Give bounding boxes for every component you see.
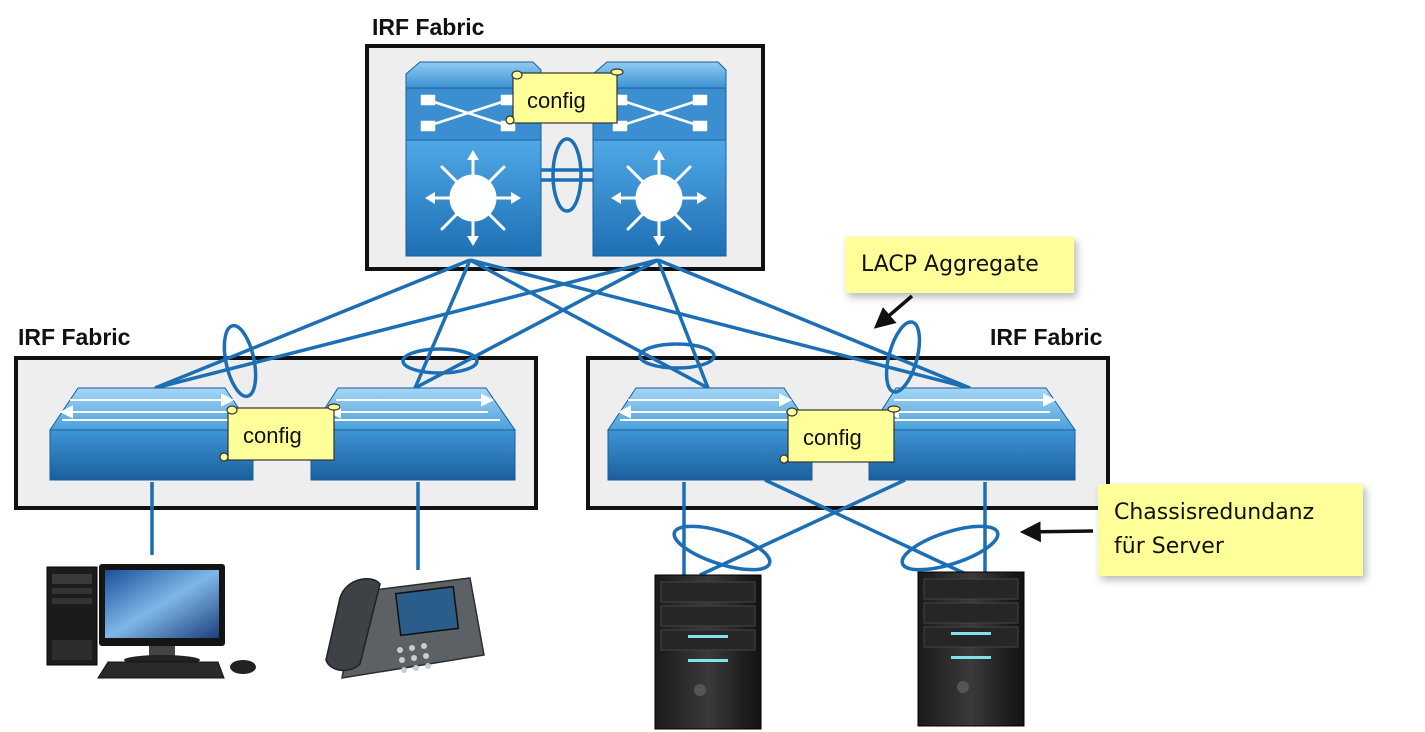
ip-phone-icon (325, 577, 485, 679)
link-aggregation-ring-icon (900, 524, 1000, 572)
config-label: config (527, 88, 586, 113)
lacp-arrow-icon (873, 294, 914, 329)
config-label: config (243, 423, 302, 448)
redundancy-callout-line1: Chassisredundanz (1114, 500, 1314, 525)
lacp-callout: LACP Aggregate (845, 237, 1074, 293)
config-scroll-icon: config (219, 403, 341, 462)
server-icon (654, 574, 762, 730)
redundancy-callout: Chassisredundanz für Server (1098, 484, 1363, 576)
link-aggregation-ring-icon (401, 347, 479, 375)
desktop-pc-icon (46, 564, 256, 679)
right-fabric-label: IRF Fabric (990, 324, 1103, 350)
core-switch-icon (405, 61, 727, 257)
link-aggregation-ring-icon (638, 342, 716, 370)
top-fabric-label: IRF Fabric (372, 14, 485, 40)
link-aggregation-ring-icon (551, 137, 583, 213)
access-switch-icon (49, 387, 516, 481)
left-fabric-label: IRF Fabric (18, 324, 131, 350)
link-aggregation-ring-icon (884, 320, 922, 394)
redundancy-arrow-icon (1019, 521, 1094, 543)
link-aggregation-ring-icon (222, 323, 258, 399)
config-scroll-icon: config (505, 68, 624, 125)
downlinks (150, 478, 987, 577)
server-icon (917, 571, 1025, 727)
config-scroll-icon: config (779, 405, 901, 464)
config-label: config (803, 425, 862, 450)
lacp-callout-text: LACP Aggregate (861, 252, 1039, 277)
redundancy-callout-line2: für Server (1114, 534, 1225, 559)
link-aggregation-ring-icon (672, 524, 772, 572)
